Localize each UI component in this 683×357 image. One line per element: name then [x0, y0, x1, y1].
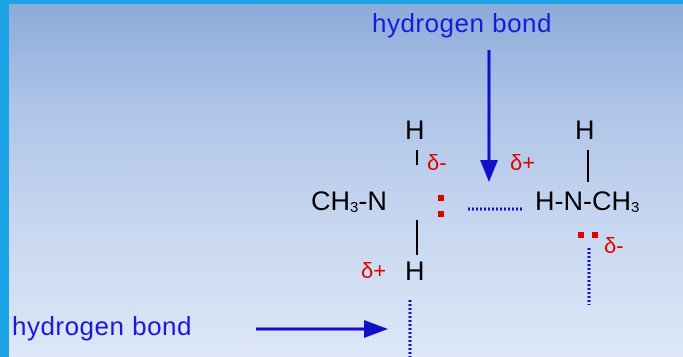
lone-pair-dot-right-a: [578, 232, 584, 238]
arrow-top-head: [480, 160, 498, 182]
right-h-top: H: [575, 115, 595, 145]
hydrogen-bond-label-bottom: hydrogen bond: [12, 311, 192, 341]
arrow-bottom-head: [364, 320, 388, 338]
lone-pair-dot-right-b: [592, 232, 598, 238]
left-h-top: H: [405, 115, 425, 145]
delta-plus-center: δ+: [510, 150, 536, 175]
left-h-bottom: H: [405, 256, 425, 286]
lone-pair-dot-left-upper: [438, 195, 444, 201]
delta-plus-left-h: δ+: [361, 258, 387, 283]
left-ch3: CH3-N: [311, 186, 387, 216]
top-border: [0, 0, 683, 4]
delta-minus-right: δ-: [604, 233, 624, 258]
left-border: [0, 0, 9, 357]
right-hn-ch3: H-N-CH3: [535, 186, 640, 216]
lone-pair-dot-left-lower: [438, 211, 444, 217]
delta-minus-left: δ-: [427, 150, 447, 175]
hydrogen-bond-label-top: hydrogen bond: [372, 8, 552, 38]
